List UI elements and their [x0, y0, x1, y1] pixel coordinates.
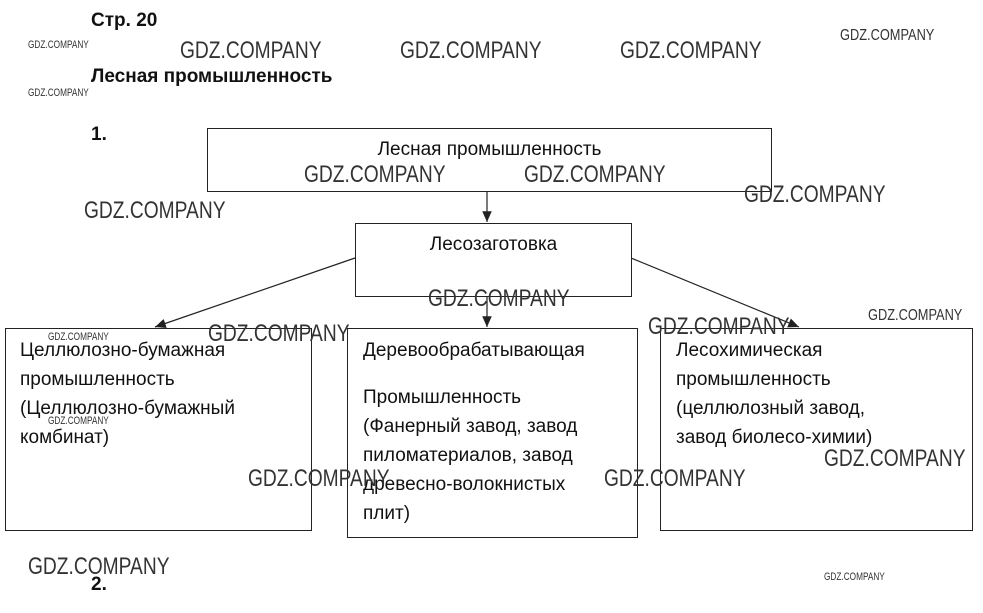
root-label: Лесная промышленность: [377, 139, 602, 160]
watermark: GDZ.COMPANY: [180, 37, 322, 64]
box-line: Промышленность: [363, 387, 522, 408]
watermark: GDZ.COMPANY: [648, 313, 790, 340]
box-title: Деревообрабатывающая: [363, 340, 585, 361]
watermark: GDZ.COMPANY: [304, 161, 446, 188]
watermark: GDZ.COMPANY: [208, 320, 350, 347]
pulp-paper-box: Целлюлозно-бумажная промышленность (Целл…: [5, 328, 312, 531]
logging-label: Лесозаготовка: [429, 234, 558, 255]
watermark: GDZ.COMPANY: [744, 181, 886, 208]
watermark: GDZ.COMPANY: [84, 197, 226, 224]
arrow-to-pulp: [154, 257, 356, 329]
logging-box: Лесозаготовка: [355, 223, 632, 297]
box-line: древесно-волокнистых: [363, 474, 566, 495]
watermark: GDZ.COMPANY: [620, 37, 762, 64]
box-line: промышленность: [676, 369, 831, 390]
watermark: GDZ.COMPANY: [28, 87, 89, 99]
watermark: GDZ.COMPANY: [48, 331, 109, 343]
page-label: Стр. 20: [91, 10, 158, 31]
task-2-label: 2.: [91, 574, 107, 595]
box-line: (целлюлозный завод,: [676, 398, 866, 419]
box-line: комбинат): [20, 427, 110, 448]
root-box: Лесная промышленность: [207, 128, 772, 192]
watermark: GDZ.COMPANY: [824, 445, 966, 472]
wood-chemical-box: Лесохимическая промышленность (целлюлозн…: [660, 328, 973, 531]
watermark: GDZ.COMPANY: [840, 27, 935, 44]
box-line: плит): [363, 503, 411, 524]
watermark: GDZ.COMPANY: [28, 39, 89, 51]
section-title: Лесная промышленность: [91, 66, 333, 87]
box-line: Целлюлозно-бумажная: [20, 340, 226, 361]
watermark: GDZ.COMPANY: [48, 415, 109, 427]
box-line: (Фанерный завод, завод: [363, 416, 578, 437]
arrow-to-chemical: [630, 257, 800, 328]
watermark: GDZ.COMPANY: [248, 465, 390, 492]
watermark: GDZ.COMPANY: [604, 465, 746, 492]
watermark: GDZ.COMPANY: [400, 37, 542, 64]
box-line: пиломатериалов, завод: [363, 445, 573, 466]
watermark: GDZ.COMPANY: [524, 161, 666, 188]
watermark: GDZ.COMPANY: [868, 307, 963, 324]
box-line: Лесохимическая: [676, 340, 823, 361]
watermark: GDZ.COMPANY: [428, 285, 570, 312]
woodworking-box: Деревообрабатывающая Промышленность (Фан…: [347, 328, 638, 538]
task-1-label: 1.: [91, 124, 107, 145]
watermark: GDZ.COMPANY: [824, 571, 885, 583]
box-line: завод биолесо-химии): [676, 427, 873, 448]
box-line: (Целлюлозно-бумажный: [20, 398, 235, 419]
box-line: промышленность: [20, 369, 175, 390]
watermark: GDZ.COMPANY: [28, 553, 170, 580]
